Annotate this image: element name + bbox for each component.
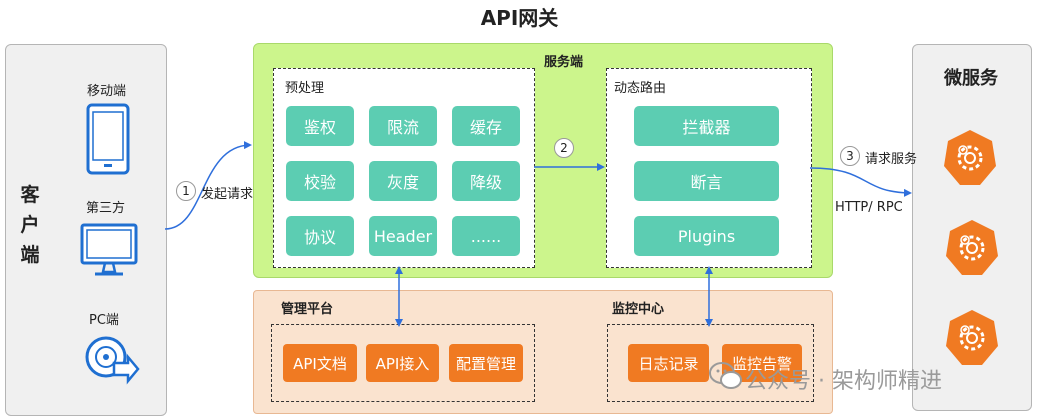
tile-api-docs: API文档 — [283, 344, 357, 382]
tile-more: ...... — [452, 216, 520, 256]
preprocess-label: 预处理 — [285, 81, 325, 96]
dynamic-routing-label: 动态路由 — [614, 81, 667, 96]
tile-api-access: API接入 — [366, 344, 439, 382]
tile-plugins: Plugins — [634, 216, 779, 256]
disc-drive-icon — [85, 336, 140, 385]
monitor-center-label: 监控中心 — [612, 302, 665, 317]
monitor-icon — [80, 223, 138, 276]
tablet-icon — [86, 103, 130, 175]
watermark-text: 公众号 · 架构师精进 — [745, 369, 942, 394]
client-label-char: 户 — [20, 214, 40, 236]
step-3-label: 请求服务 — [865, 152, 918, 167]
step-2-marker: 2 — [554, 138, 574, 158]
server-label: 服务端 — [544, 55, 584, 70]
step-1-label: 发起请求 — [201, 187, 254, 202]
tile-degrade: 降级 — [452, 161, 520, 201]
request-arrow — [164, 141, 252, 230]
service-node-icon — [944, 130, 996, 185]
tile-header: Header — [369, 216, 437, 256]
tile-config-management: 配置管理 — [449, 344, 523, 382]
tile-logging: 日志记录 — [628, 344, 709, 382]
pc-label: PC端 — [89, 313, 119, 328]
tile-gray-release: 灰度 — [369, 161, 437, 201]
third-party-label: 第三方 — [86, 201, 126, 216]
step-1-marker: 1 — [176, 181, 196, 201]
service-node-icon — [946, 220, 998, 275]
microservices-label: 微服务 — [944, 68, 998, 89]
tile-predicate: 断言 — [634, 161, 779, 201]
tile-auth: 鉴权 — [286, 106, 354, 146]
mobile-label: 移动端 — [87, 84, 127, 99]
wechat-icon — [709, 362, 742, 389]
management-platform-box — [271, 324, 535, 402]
step-3-marker: 3 — [840, 146, 860, 166]
service-node-icon — [946, 310, 998, 365]
client-label: 客 户 端 — [15, 180, 45, 270]
protocol-label: HTTP/ RPC — [835, 200, 903, 215]
tile-validate: 校验 — [286, 161, 354, 201]
tile-rate-limit: 限流 — [369, 106, 437, 146]
tile-protocol: 协议 — [286, 216, 354, 256]
client-label-char: 端 — [20, 244, 40, 266]
tile-cache: 缓存 — [452, 106, 520, 146]
diagram-title: API网关 — [480, 6, 559, 30]
client-label-char: 客 — [20, 184, 40, 206]
service-arrow — [809, 167, 912, 197]
tile-interceptor: 拦截器 — [634, 106, 779, 146]
management-platform-label: 管理平台 — [281, 302, 334, 317]
